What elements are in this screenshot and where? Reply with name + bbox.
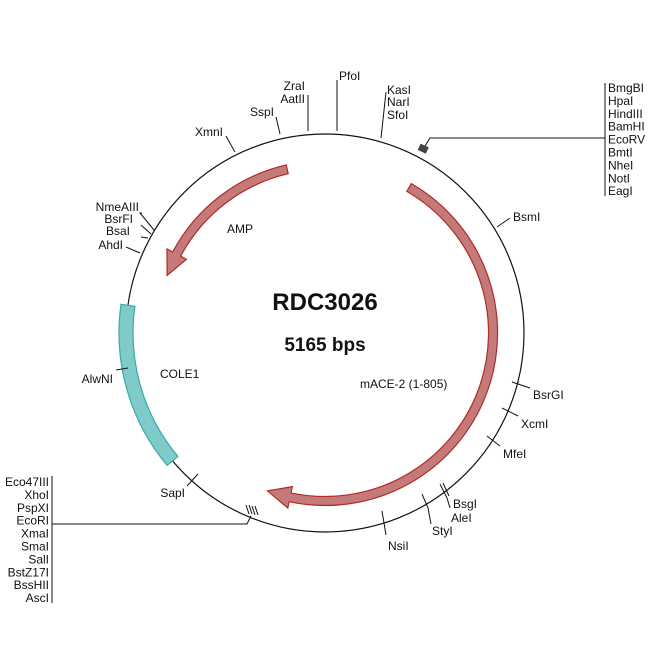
site-bsrfi[interactable]: BsrFI [104, 212, 133, 226]
site-styi[interactable]: StyI [432, 524, 453, 538]
mcs-bottom-site[interactable]: AscI [26, 591, 49, 605]
mcs-bottom-site[interactable]: XmaI [21, 527, 49, 541]
site-ticks [115, 80, 531, 536]
plasmid-name: RDC3026 [272, 289, 377, 316]
mcs-bottom-site[interactable]: BssHII [14, 578, 49, 592]
mcs-bottom-site[interactable]: EcoRI [16, 514, 49, 528]
site-alei[interactable]: AleI [451, 511, 472, 525]
site-zrai[interactable]: ZraI [284, 79, 305, 93]
site-bsai[interactable]: BsaI [106, 224, 130, 238]
mcs-top-site[interactable]: NheI [608, 158, 633, 172]
mace2-label: mACE-2 (1-805) [360, 377, 447, 391]
site-alwni[interactable]: AlwNI [82, 372, 113, 386]
mcs-bottom-cluster [51, 476, 259, 603]
site-kasi[interactable]: KasI [387, 83, 411, 97]
mace2-feature-arrow[interactable] [266, 182, 499, 510]
site-nari[interactable]: NarI [387, 95, 410, 109]
mcs-bottom-site[interactable]: XhoI [24, 488, 49, 502]
amp-label: AMP [227, 222, 253, 236]
mcs-top-site[interactable]: BmgBI [608, 81, 644, 95]
mcs-bottom-site[interactable]: Eco47III [5, 475, 49, 489]
mcs-top-site[interactable]: HpaI [608, 94, 633, 108]
mcs-top-site[interactable]: NotI [608, 171, 630, 185]
site-nmeaiii[interactable]: NmeAIII [96, 200, 139, 214]
mcs-top-cluster [417, 83, 606, 196]
site-nsii[interactable]: NsiI [388, 539, 409, 553]
site-xcmi[interactable]: XcmI [521, 417, 548, 431]
cole1-label: COLE1 [160, 367, 200, 381]
mcs-top-site[interactable]: HindIII [608, 107, 643, 121]
plasmid-size: 5165 bps [284, 335, 365, 356]
site-bsmi[interactable]: BsmI [513, 210, 540, 224]
mcs-bottom-site[interactable]: SalI [28, 552, 49, 566]
site-bsgi[interactable]: BsgI [453, 497, 477, 511]
site-aatii[interactable]: AatII [280, 92, 305, 106]
site-ahdi[interactable]: AhdI [98, 238, 123, 252]
mcs-top-site[interactable]: EcoRV [608, 133, 645, 147]
mcs-bottom-site[interactable]: PspXI [17, 501, 49, 515]
site-mfei[interactable]: MfeI [503, 447, 526, 461]
site-bsrgi[interactable]: BsrGI [533, 388, 564, 402]
mcs-top-site[interactable]: EagI [608, 184, 633, 198]
amp-feature-arrow[interactable] [166, 164, 289, 277]
mcs-top-site[interactable]: BmtI [608, 146, 633, 160]
site-sfoi[interactable]: SfoI [387, 108, 408, 122]
site-sspi[interactable]: SspI [250, 105, 274, 119]
mcs-top-site[interactable]: BamHI [608, 120, 645, 134]
mcs-bottom-site[interactable]: BstZ17I [8, 565, 49, 579]
site-sapi[interactable]: SapI [160, 486, 185, 500]
site-xmni[interactable]: XmnI [195, 125, 223, 139]
site-pfoi[interactable]: PfoI [339, 69, 360, 83]
cole1-feature[interactable] [118, 303, 179, 467]
plasmid-backbone [125, 133, 525, 533]
mcs-bottom-site[interactable]: SmaI [21, 540, 49, 554]
